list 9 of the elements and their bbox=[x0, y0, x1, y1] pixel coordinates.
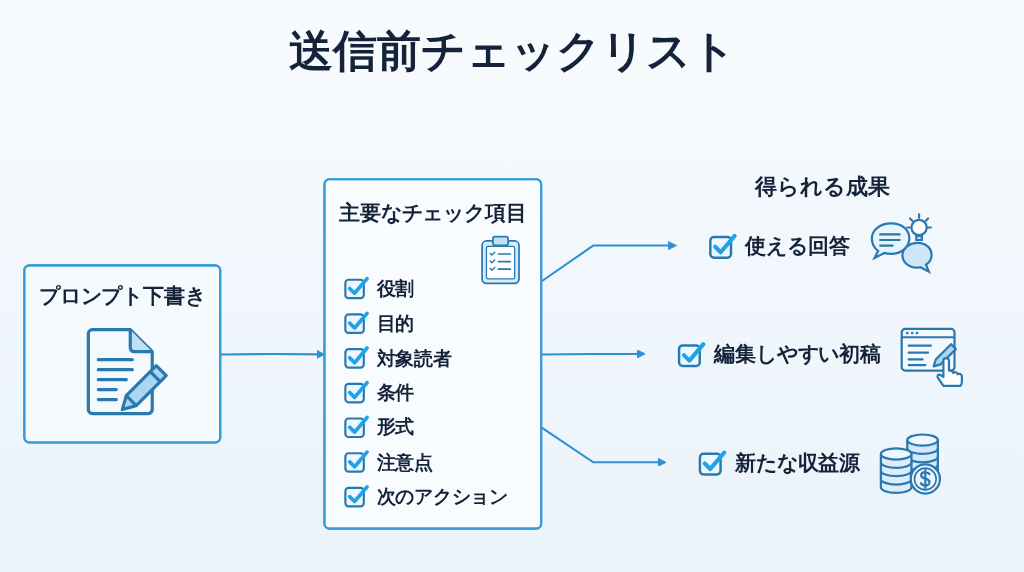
checklist-panel: 主要なチェック項目 役割 目的 対象読者 条件 形式 注意点 次のアクション bbox=[323, 178, 543, 530]
outcome-text: 使える回答 bbox=[745, 233, 850, 259]
arrow bbox=[541, 426, 667, 467]
outcome-text: 新たな収益源 bbox=[735, 449, 861, 475]
outcome-text: 編集しやすい初稿 bbox=[714, 341, 881, 367]
column-heading: 得られる成果 bbox=[755, 173, 890, 202]
arrow bbox=[541, 240, 678, 283]
arrow bbox=[541, 349, 646, 359]
title: 送信前チェックリスト bbox=[288, 24, 736, 78]
